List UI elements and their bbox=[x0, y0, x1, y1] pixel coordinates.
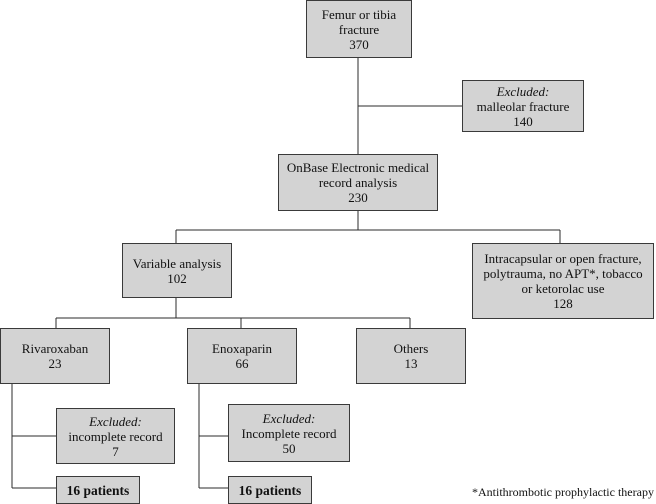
variable-label: Variable analysis bbox=[132, 255, 222, 271]
final-patients-box-rivaroxaban: 16 patients bbox=[56, 476, 140, 504]
onbase-record-analysis-box: OnBase Electronic medical record analysi… bbox=[278, 154, 438, 211]
excluded-label: Excluded: bbox=[89, 413, 142, 429]
variable-analysis-box: Variable analysis 102 bbox=[122, 243, 232, 298]
rivaroxaban-count: 23 bbox=[48, 356, 62, 371]
excluded-label: Excluded: bbox=[496, 83, 550, 99]
rivaroxaban-box: Rivaroxaban 23 bbox=[0, 328, 110, 384]
others-box: Others 13 bbox=[356, 328, 466, 384]
footnote: *Antithrombotic prophylactic therapy bbox=[472, 485, 654, 499]
enoxaparin-count: 66 bbox=[235, 356, 249, 371]
excluded-count: 140 bbox=[513, 113, 533, 129]
intracapsular-count: 128 bbox=[553, 296, 573, 311]
excluded-incomplete-record-box-rivaroxaban: Excluded: incomplete record 7 bbox=[56, 408, 175, 464]
intracapsular-line2: polytrauma, no APT*, tobacco bbox=[483, 266, 643, 281]
enoxaparin-label: Enoxaparin bbox=[212, 341, 272, 356]
patients-label: 16 patients bbox=[66, 482, 130, 498]
excluded-count: 50 bbox=[282, 440, 296, 456]
excluded-label: Excluded: bbox=[262, 410, 316, 426]
femur-count: 370 bbox=[349, 36, 369, 52]
variable-count: 102 bbox=[167, 270, 187, 286]
intracapsular-line3: or ketorolac use bbox=[521, 281, 605, 296]
femur-label-line1: Femur or tibia bbox=[321, 6, 397, 22]
onbase-label-line1: OnBase Electronic medical bbox=[286, 160, 430, 175]
patients-label: 16 patients bbox=[238, 482, 302, 498]
femur-label-line2: fracture bbox=[338, 21, 380, 37]
enoxaparin-box: Enoxaparin 66 bbox=[187, 328, 297, 384]
excluded-count: 7 bbox=[112, 443, 119, 459]
onbase-label-line2: record analysis bbox=[318, 175, 398, 190]
intracapsular-line1: Intracapsular or open fracture, bbox=[484, 251, 642, 266]
final-patients-box-enoxaparin: 16 patients bbox=[228, 476, 312, 504]
excluded-reason: malleolar fracture bbox=[476, 98, 570, 114]
onbase-count: 230 bbox=[348, 190, 368, 205]
excluded-malleolar-box: Excluded: malleolar fracture 140 bbox=[462, 80, 584, 132]
others-label: Others bbox=[393, 341, 429, 356]
intracapsular-exclusion-box: Intracapsular or open fracture, polytrau… bbox=[472, 243, 654, 319]
femur-tibia-fracture-box: Femur or tibia fracture 370 bbox=[306, 0, 412, 58]
excluded-reason: Incomplete record bbox=[241, 425, 337, 441]
excluded-reason: incomplete record bbox=[68, 428, 163, 444]
rivaroxaban-label: Rivaroxaban bbox=[21, 341, 89, 356]
excluded-incomplete-record-box-enoxaparin: Excluded: Incomplete record 50 bbox=[228, 404, 350, 462]
others-count: 13 bbox=[404, 356, 418, 371]
